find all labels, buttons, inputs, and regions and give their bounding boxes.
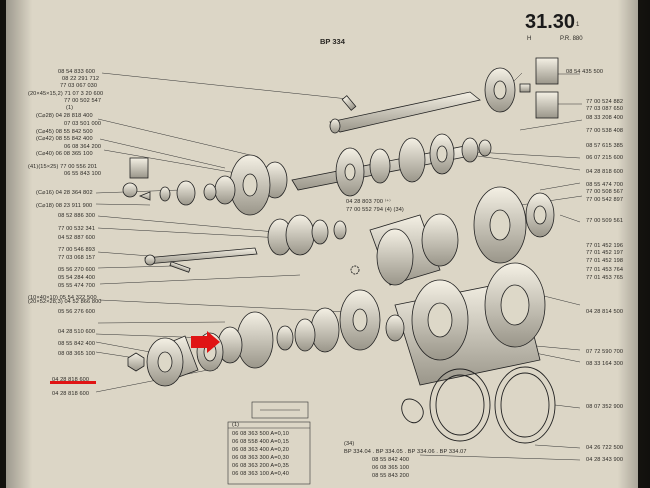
left-ref-item: 08 22 291 712 (62, 76, 100, 82)
left-ref-item: 77 00 502 547 (64, 98, 102, 104)
left-ref-item: 04 52 887 600 (58, 235, 96, 241)
left-ref-item: 07 03 501 000 (64, 121, 102, 127)
right-ref-item: 08 07 352 900 (586, 404, 624, 410)
right-ref-item: 77 01 452 196 (586, 243, 624, 249)
left-ref-item: (20×52×28,3) 04 52 866 800 (28, 299, 102, 305)
left-ref-item: 08 54 833 600 (58, 69, 96, 75)
center-ref-2: 77 00 552 794 (4) (34) (346, 207, 404, 213)
left-ref-item: (C⌀28) 04 28 818 400 (36, 113, 93, 119)
left-ref-item: 08 52 886 300 (58, 213, 96, 219)
right-ref-item: 77 00 509 561 (586, 218, 624, 224)
left-ref-item: 05 55 474 700 (58, 283, 96, 289)
left-ref-item: 77 00 546 893 (58, 247, 96, 253)
right-ref-item: 77 00 538 408 (586, 128, 624, 134)
label-h: H (527, 36, 532, 42)
left-ref-item: (C⌀16) 04 28 364 802 (36, 190, 93, 196)
left-ref-item: 04 28 818 600 (52, 377, 90, 383)
left-ref-item: (10×40×10) 05 54 322 500 (28, 295, 97, 301)
center-ref-1: 04 28 803 700 ⁽⁺⁾ (346, 199, 391, 205)
left-ref-item: (1) (66, 105, 74, 111)
left-ref-item: (C⌀45) 08 55 842 500 (36, 129, 93, 135)
left-ref-item: 05 56 270 600 (58, 267, 96, 273)
right-ref-item: 77 01 453 764 (586, 267, 624, 273)
bottom-note-line: 08 55 843 200 (372, 473, 410, 479)
red-arrow-icon (191, 331, 220, 353)
left-ref-item: 08 55 842 400 (58, 341, 96, 347)
left-ref-item: 77 03 067 030 (60, 83, 98, 89)
right-ref-item: 08 55 474 700 (586, 182, 624, 188)
shim-row: 06 08 363 400 A=0,20 (232, 447, 289, 453)
right-ref-item: 08 33 208 400 (586, 115, 624, 121)
right-ref-item: 08 57 615 385 (586, 143, 624, 149)
left-ref-item: (C⌀18) 08 23 911 900 (36, 203, 93, 209)
label-pr: P.R. 880 (560, 36, 583, 42)
right-ref-item: 77 00 508 567 (586, 189, 624, 195)
right-ref-item: 04 26 722 500 (586, 445, 624, 451)
highlight-marker (50, 331, 220, 384)
left-ref-item: 08 08 365 100 (58, 351, 96, 357)
section-number: 31.30 (525, 11, 576, 33)
shim-table-header: (1) (232, 422, 240, 428)
bottom-note-line: 06 08 365 100 (372, 465, 410, 471)
left-ref-item: 05 56 276 600 (58, 309, 96, 315)
left-ref-item: 05 54 284 400 (58, 275, 96, 281)
right-ref-item: 04 28 343 900 (586, 457, 624, 463)
left-ref-item: 77 00 532 341 (58, 226, 96, 232)
right-ref-item: 07 72 590 700 (586, 349, 624, 355)
right-ref-item: 77 01 452 198 (586, 258, 624, 264)
left-ref-item: (20×45×15,2) 71 07 3 20 600 (28, 91, 104, 97)
left-ref-item: (41)(15×25) 77 00 556 201 (28, 164, 98, 170)
right-ref-item: 77 01 453 765 (586, 275, 624, 281)
shim-row: 06 08 363 300 A=0,30 (232, 455, 289, 461)
right-ref-item: 77 00 524 882 (586, 99, 624, 105)
left-ref-item: 04 28 510 600 (58, 329, 96, 335)
bottom-note-ref: (34) (344, 441, 355, 447)
right-ref-item: 08 33 164 300 (586, 361, 624, 367)
left-ref-item: 04 28 818 600 (52, 391, 90, 397)
shim-row: 06 08 363 100 A=0,40 (232, 471, 289, 477)
right-ref-item: 04 28 818 600 (586, 169, 624, 175)
right-ref-item: 77 03 087 650 (586, 106, 624, 112)
shim-row: 06 08 363 200 A=0,35 (232, 463, 289, 469)
right-ref-item: 04 28 814 500 (586, 309, 624, 315)
bottom-note-line: 08 55 842 400 (372, 457, 410, 463)
shim-row: 06 08 558 400 A=0,15 (232, 439, 289, 445)
right-ref-item: 08 54 435 500 (566, 69, 604, 75)
shim-row: 06 08 363 500 A=0,10 (232, 431, 289, 437)
bottom-note-models: BP 334.04 . BP 334.05 . BP 334.06 . BP 3… (344, 449, 467, 455)
section-sub: 1 (576, 22, 580, 28)
left-ref-item: (C⌀42) 08 55 842 400 (36, 136, 93, 142)
model-title: BP 334 (320, 37, 345, 46)
left-ref-item: 06 55 843 100 (64, 171, 102, 177)
red-underline (50, 381, 96, 384)
left-ref-item: 06 08 364 200 (64, 144, 102, 150)
right-ref-item: 06 07 215 600 (586, 155, 624, 161)
left-ref-item: 77 03 068 157 (58, 255, 96, 261)
right-ref-item: 77 01 452 197 (586, 250, 624, 256)
right-ref-item: 77 00 542 897 (586, 197, 624, 203)
left-ref-item: (C⌀40) 06 08 365 100 (36, 151, 93, 157)
